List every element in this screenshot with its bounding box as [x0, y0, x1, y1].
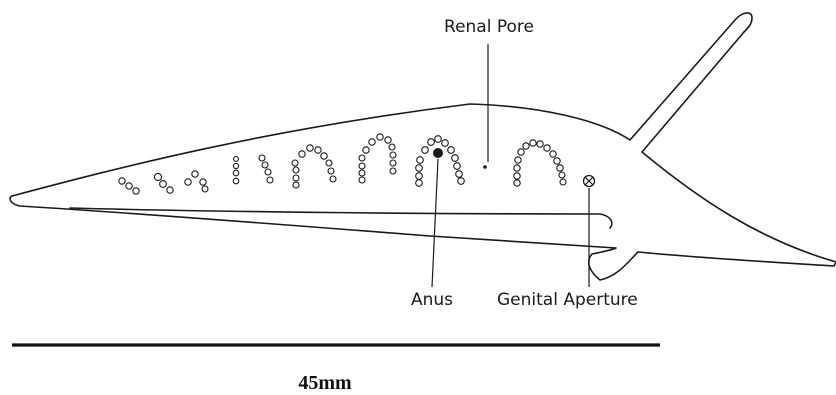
- mantle-line: [70, 208, 612, 228]
- gill-opening: [154, 173, 161, 180]
- gill-opening: [442, 140, 449, 147]
- gill-opening: [514, 173, 520, 179]
- gill-opening: [293, 175, 299, 181]
- gill-opening: [265, 169, 271, 175]
- gill-opening: [119, 178, 125, 184]
- gill-opening: [200, 179, 206, 185]
- gill-opening: [133, 188, 139, 194]
- anus-leader: [432, 159, 438, 287]
- gill-opening: [192, 171, 198, 177]
- gill-opening: [416, 180, 423, 187]
- gill-opening: [390, 168, 396, 174]
- gill-opening: [234, 157, 239, 162]
- gill-opening: [537, 141, 543, 147]
- gill-opening: [202, 186, 208, 192]
- gill-opening: [514, 165, 520, 171]
- gill-opening: [359, 155, 365, 161]
- gill-opening: [262, 162, 268, 168]
- gill-opening: [126, 183, 132, 189]
- gill-opening: [233, 178, 239, 184]
- gill-opening: [514, 180, 520, 186]
- gill-opening: [416, 165, 423, 172]
- gill-clusters: [119, 134, 566, 194]
- gill-opening: [315, 147, 321, 153]
- gill-opening: [530, 140, 536, 146]
- gill-opening: [293, 167, 299, 173]
- gill-opening: [544, 145, 550, 151]
- gill-opening: [167, 187, 173, 193]
- genital-aperture-label: Genital Aperture: [497, 290, 638, 310]
- gill-opening: [448, 147, 455, 154]
- gill-opening: [428, 139, 435, 146]
- anus-label: Anus: [411, 290, 453, 310]
- gill-opening: [326, 160, 332, 166]
- gill-opening: [422, 147, 429, 154]
- gill-opening: [559, 172, 565, 178]
- gill-opening: [377, 134, 383, 140]
- gill-opening: [435, 136, 442, 143]
- gill-opening: [233, 163, 238, 168]
- gill-opening: [293, 182, 299, 188]
- gill-opening: [369, 139, 375, 145]
- gill-opening: [359, 163, 365, 169]
- gill-opening: [259, 155, 265, 161]
- gill-opening: [299, 151, 305, 157]
- gill-opening: [416, 173, 423, 180]
- body-outline: [10, 13, 836, 280]
- gill-opening: [523, 143, 529, 149]
- gill-opening: [292, 160, 298, 166]
- gill-opening: [554, 158, 560, 164]
- gill-opening: [330, 176, 336, 182]
- gill-opening: [363, 147, 369, 153]
- gill-opening: [456, 171, 463, 178]
- gill-opening: [518, 149, 524, 155]
- gill-opening: [185, 179, 191, 185]
- gill-opening: [385, 137, 391, 143]
- anus-icon: [433, 148, 443, 158]
- gill-opening: [390, 152, 396, 158]
- gill-opening: [454, 163, 461, 170]
- gill-opening: [550, 151, 556, 157]
- gill-opening: [560, 179, 566, 185]
- gill-opening: [328, 168, 334, 174]
- gill-opening: [267, 177, 273, 183]
- gill-opening: [389, 144, 395, 150]
- genital-aperture-icon: [584, 176, 595, 187]
- gill-opening: [233, 170, 239, 176]
- gill-opening: [557, 165, 563, 171]
- gill-opening: [359, 177, 365, 183]
- gill-opening: [390, 160, 396, 166]
- gill-opening: [307, 145, 313, 151]
- scale-bar-label: 45mm: [298, 372, 352, 394]
- gill-opening: [515, 157, 521, 163]
- gill-opening: [417, 157, 424, 164]
- gill-opening: [458, 178, 465, 185]
- gill-opening: [359, 170, 365, 176]
- gill-opening: [160, 181, 167, 188]
- gill-opening: [321, 153, 327, 159]
- gill-opening: [452, 155, 459, 162]
- renal-pore-icon: [483, 165, 487, 169]
- renal-pore-label: Renal Pore: [444, 17, 534, 37]
